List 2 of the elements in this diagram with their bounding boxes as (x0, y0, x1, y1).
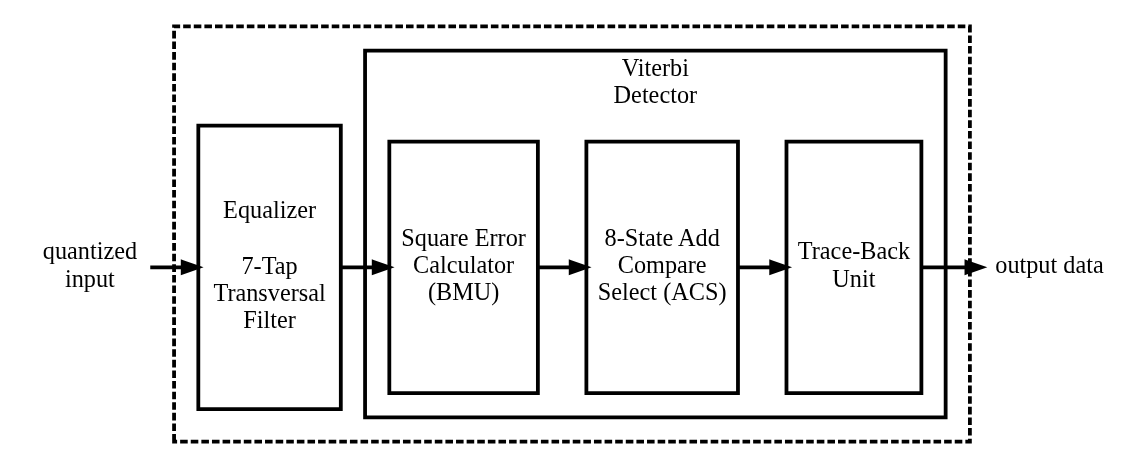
node-text: quantized input (42, 237, 137, 292)
node-text: output data (994, 251, 1104, 279)
